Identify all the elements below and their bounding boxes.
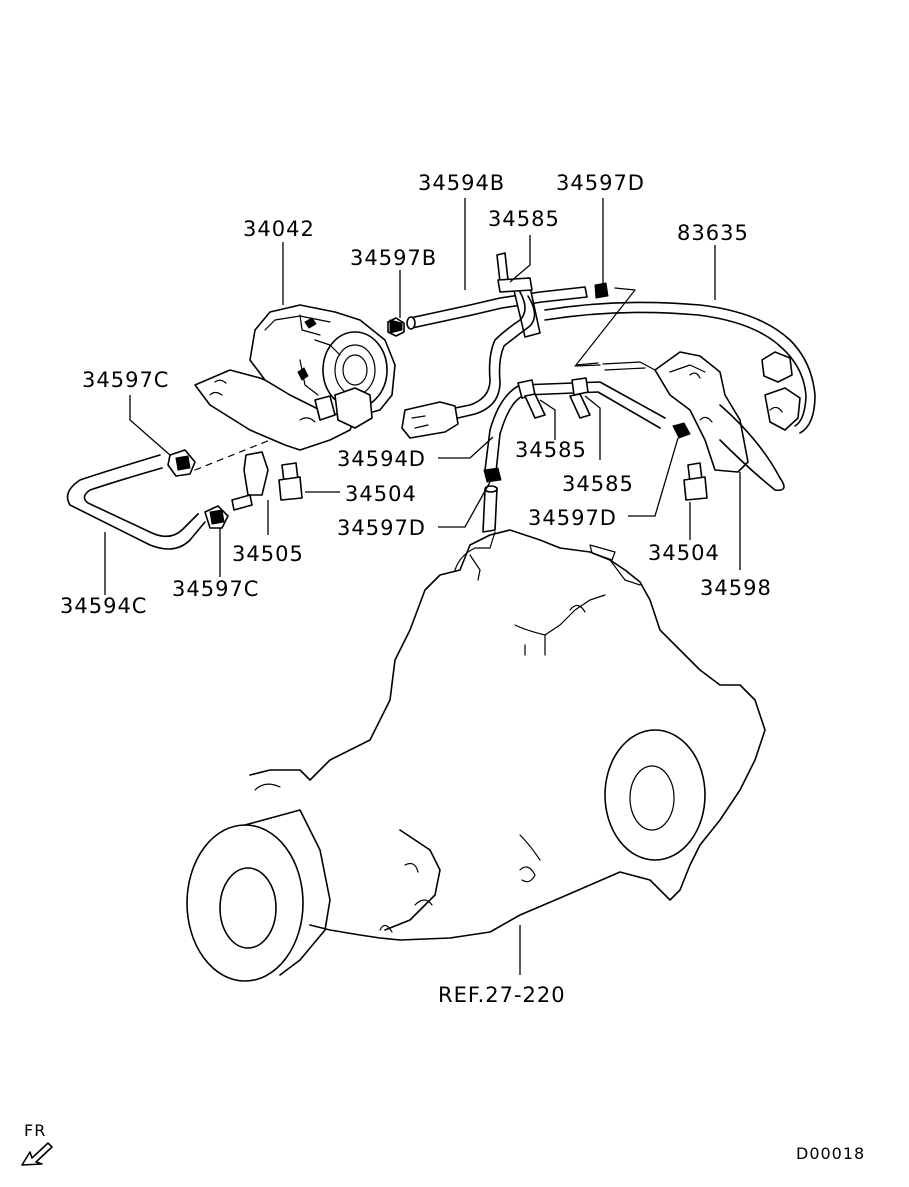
label-83635: 83635 (677, 221, 749, 245)
clamp-34597D-right (672, 422, 691, 439)
hose-34594D (401, 291, 536, 439)
part-34042-unit (194, 304, 396, 451)
diagram-code: D00018 (796, 1144, 865, 1163)
label-34505: 34505 (232, 542, 304, 566)
leader-lines (104, 198, 741, 595)
differential-housing (186, 529, 766, 982)
label-ref: REF.27-220 (438, 983, 566, 1007)
fitting-34504-right (683, 462, 708, 501)
clamp-34597D-top (594, 282, 609, 299)
label-34598: 34598 (700, 576, 772, 600)
label-34597B: 34597B (350, 246, 437, 270)
hose-lower-assembly (484, 377, 666, 473)
label-34594C: 34594C (60, 594, 147, 618)
front-arrow-icon (21, 1142, 53, 1166)
label-34597C-left: 34597C (82, 368, 169, 392)
label-34597C-bottom: 34597C (172, 577, 259, 601)
label-34585-mid2: 34585 (562, 472, 634, 496)
front-label: FR (24, 1121, 46, 1140)
breather-tube (482, 485, 498, 533)
label-34594D: 34594D (337, 447, 426, 471)
label-34594B: 34594B (418, 171, 505, 195)
hose-34594C (66, 454, 206, 550)
bracket-34598 (654, 351, 785, 492)
cross-lines (574, 287, 656, 371)
clamp-34597B (387, 317, 405, 337)
clamp-34597C-left (167, 449, 196, 477)
label-34042: 34042 (243, 217, 315, 241)
label-34597D-top: 34597D (556, 171, 645, 195)
fitting-34505 (231, 451, 269, 511)
dash-line (194, 439, 271, 471)
label-34504-left: 34504 (345, 482, 417, 506)
label-34597D-right: 34597D (528, 506, 617, 530)
fitting-34504-left (278, 462, 303, 501)
clamp-34597C-bottom (204, 505, 229, 529)
label-34597D-mid: 34597D (337, 516, 426, 540)
label-34585-mid1: 34585 (515, 438, 587, 462)
hose-34594B (406, 286, 588, 330)
clamp-34597D-mid (483, 467, 502, 483)
label-34585-top: 34585 (488, 207, 560, 231)
label-34504-right: 34504 (648, 541, 720, 565)
